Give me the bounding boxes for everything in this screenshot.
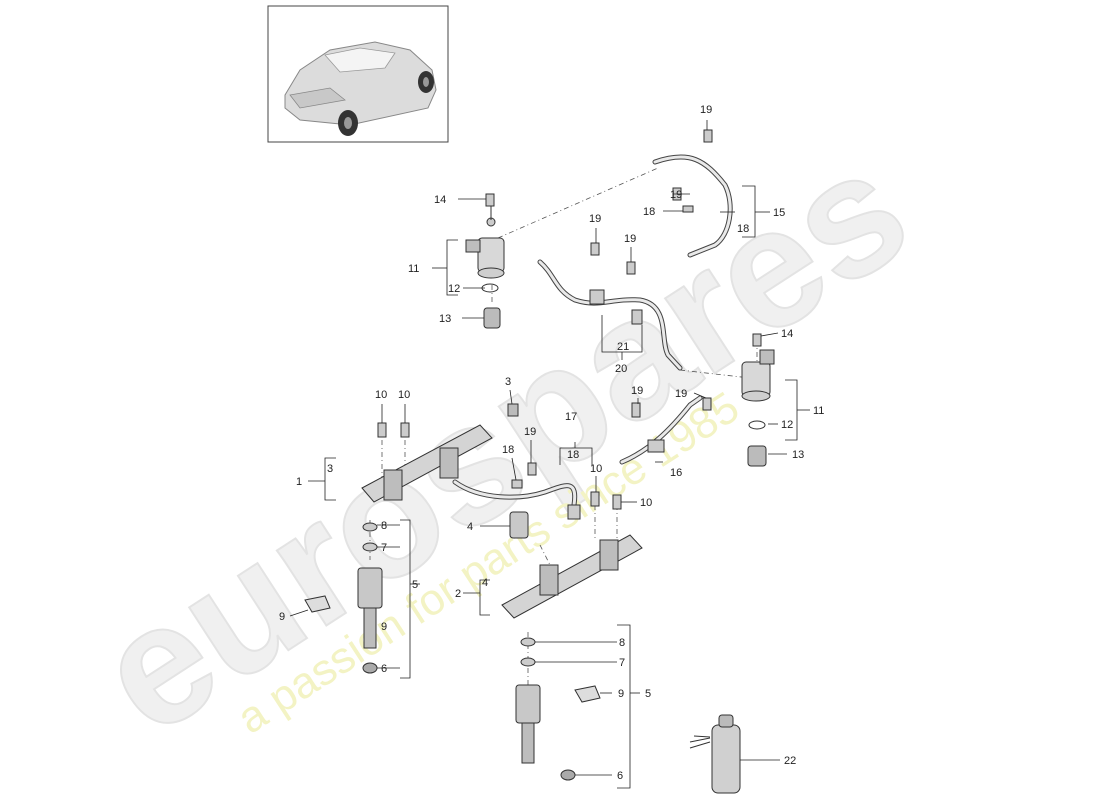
callout-16: 16: [670, 467, 682, 479]
callout-19: 19: [589, 213, 601, 225]
watermark-brand: eurospares: [67, 112, 939, 771]
high-pressure-pump-left: [465, 200, 505, 329]
callout-18: 18: [567, 449, 579, 461]
callout-13: 13: [439, 313, 451, 325]
callout-19: 19: [700, 104, 712, 116]
callout-18: 18: [643, 206, 655, 218]
callout-10: 10: [590, 463, 602, 475]
callout-6: 6: [381, 663, 387, 675]
watermark: eurospares a passion for parts since 198…: [66, 111, 940, 772]
callout-5: 5: [412, 579, 418, 591]
fuel-lines: [452, 154, 733, 520]
callout-18: 18: [502, 444, 514, 456]
callout-2: 2: [455, 588, 461, 600]
callout-7: 7: [619, 657, 625, 669]
callout-15: 15: [773, 207, 785, 219]
callout-21: 21: [617, 341, 629, 353]
callout-7: 7: [381, 542, 387, 554]
fuel-rail-lower: [501, 511, 643, 619]
callout-9: 9: [279, 611, 285, 623]
callout-5: 5: [645, 688, 651, 700]
callout-18: 18: [737, 223, 749, 235]
callout-12: 12: [448, 283, 460, 295]
callout-3: 3: [505, 376, 511, 388]
vehicle-thumbnail: [267, 5, 449, 143]
callout-19: 19: [675, 388, 687, 400]
callout-10: 10: [640, 497, 652, 509]
callout-10: 10: [375, 389, 387, 401]
callout-10: 10: [398, 389, 410, 401]
callout-8: 8: [619, 637, 625, 649]
callout-9: 9: [618, 688, 624, 700]
callout-13: 13: [792, 449, 804, 461]
callout-4: 4: [482, 577, 488, 589]
callout-8: 8: [381, 520, 387, 532]
callout-6: 6: [617, 770, 623, 782]
leader-lines: [289, 120, 810, 789]
callout-4: 4: [467, 521, 473, 533]
callout-14: 14: [434, 194, 446, 206]
injector-right: [515, 637, 601, 781]
injector-left: [304, 522, 383, 674]
callout-12: 12: [781, 419, 793, 431]
spray-can: [689, 714, 741, 794]
fuel-rail-upper: [361, 403, 519, 503]
callout-17: 17: [565, 411, 577, 423]
callout-14: 14: [781, 328, 793, 340]
callout-1: 1: [296, 476, 302, 488]
callout-22: 22: [784, 755, 796, 767]
callout-9: 9: [381, 621, 387, 633]
callout-19: 19: [631, 385, 643, 397]
callout-20: 20: [615, 363, 627, 375]
callout-3: 3: [327, 463, 333, 475]
callout-19: 19: [670, 189, 682, 201]
callout-11: 11: [813, 405, 824, 417]
callouts: 19 14 19 18 15 18 19 19 11 12 13 21 20 1…: [279, 104, 824, 782]
high-pressure-pump-right: [741, 349, 775, 467]
callout-11: 11: [408, 263, 419, 275]
callout-19: 19: [624, 233, 636, 245]
callout-19: 19: [524, 426, 536, 438]
